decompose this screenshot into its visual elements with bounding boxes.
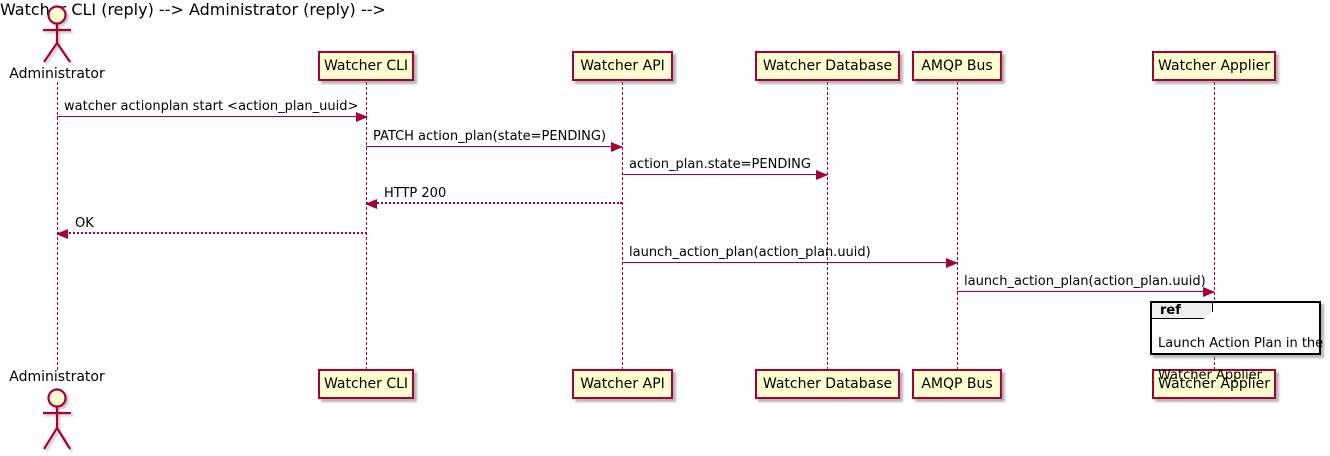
participant-watcher-applier-top: Watcher Applier: [1152, 51, 1276, 81]
arrowhead-left-icon: [56, 229, 68, 239]
ref-text-line: Watcher Applier: [1158, 368, 1262, 383]
arrowhead-right-icon: [1203, 287, 1215, 297]
message-label: OK: [75, 216, 94, 231]
message-label: PATCH action_plan(state=PENDING): [373, 129, 607, 144]
ref-text-line: Launch Action Plan in the: [1158, 336, 1324, 351]
message-label: launch_action_plan(action_plan.uuid): [629, 245, 871, 260]
message-label: action_plan.state=PENDING: [629, 157, 811, 172]
message-http-200: HTTP 200: [365, 184, 622, 209]
message-patch-action-plan: PATCH action_plan(state=PENDING): [366, 127, 623, 152]
lifeline-watcher-cli: [366, 82, 367, 370]
actor-icon: [37, 3, 77, 69]
participant-watcher-database-bottom: Watcher Database: [755, 369, 900, 399]
ref-fragment: ref Launch Action Plan in the Watcher Ap…: [1150, 301, 1323, 383]
message-label: watcher actionplan start <action_plan_uu…: [64, 99, 359, 114]
arrowhead-left-icon: [365, 199, 377, 209]
actor-label-administrator-bottom: Administrator: [9, 369, 105, 385]
actor-label-administrator-top: Administrator: [9, 66, 105, 82]
ref-text: Launch Action Plan in the Watcher Applie…: [1158, 320, 1323, 400]
message-line: [366, 202, 622, 204]
participant-watcher-api-top: Watcher API: [572, 51, 673, 81]
arrowhead-right-icon: [946, 258, 958, 268]
lifeline-watcher-applier: [1214, 82, 1215, 370]
ref-keyword: ref: [1151, 302, 1213, 319]
message-line: [57, 116, 367, 117]
message-ok: OK: [56, 214, 367, 239]
message-line: [622, 262, 957, 263]
message-label: HTTP 200: [384, 186, 447, 201]
lifeline-watcher-database: [827, 82, 828, 370]
message-line: [622, 174, 827, 175]
participant-amqp-bus-bottom: AMQP Bus: [912, 369, 1002, 399]
participant-watcher-applier-bottom: Watcher Applier: [1152, 369, 1276, 399]
lifeline-amqp-bus: [957, 82, 958, 370]
message-line: [366, 146, 622, 147]
participant-watcher-cli-bottom: Watcher CLI: [318, 369, 414, 399]
message-state-pending: action_plan.state=PENDING: [622, 155, 828, 180]
participant-amqp-bus-top: AMQP Bus: [912, 51, 1002, 81]
message-line: [57, 232, 367, 234]
arrowhead-right-icon: [611, 142, 623, 152]
lifeline-watcher-api: [622, 82, 623, 370]
message-actionplan-start: watcher actionplan start <action_plan_uu…: [57, 97, 368, 122]
participant-watcher-api-bottom: Watcher API: [572, 369, 673, 399]
message-line: [957, 291, 1214, 292]
message-launch-action-plan-applier: launch_action_plan(action_plan.uuid): [957, 272, 1215, 297]
arrowhead-right-icon: [356, 112, 368, 122]
lifeline-administrator: [57, 82, 58, 370]
participant-watcher-database-top: Watcher Database: [755, 51, 900, 81]
message-label: launch_action_plan(action_plan.uuid): [964, 274, 1206, 289]
arrowhead-right-icon: [816, 170, 828, 180]
actor-icon: [37, 386, 77, 456]
participant-watcher-cli-top: Watcher CLI: [318, 51, 414, 81]
message-launch-action-plan-amqp: launch_action_plan(action_plan.uuid): [622, 243, 958, 268]
